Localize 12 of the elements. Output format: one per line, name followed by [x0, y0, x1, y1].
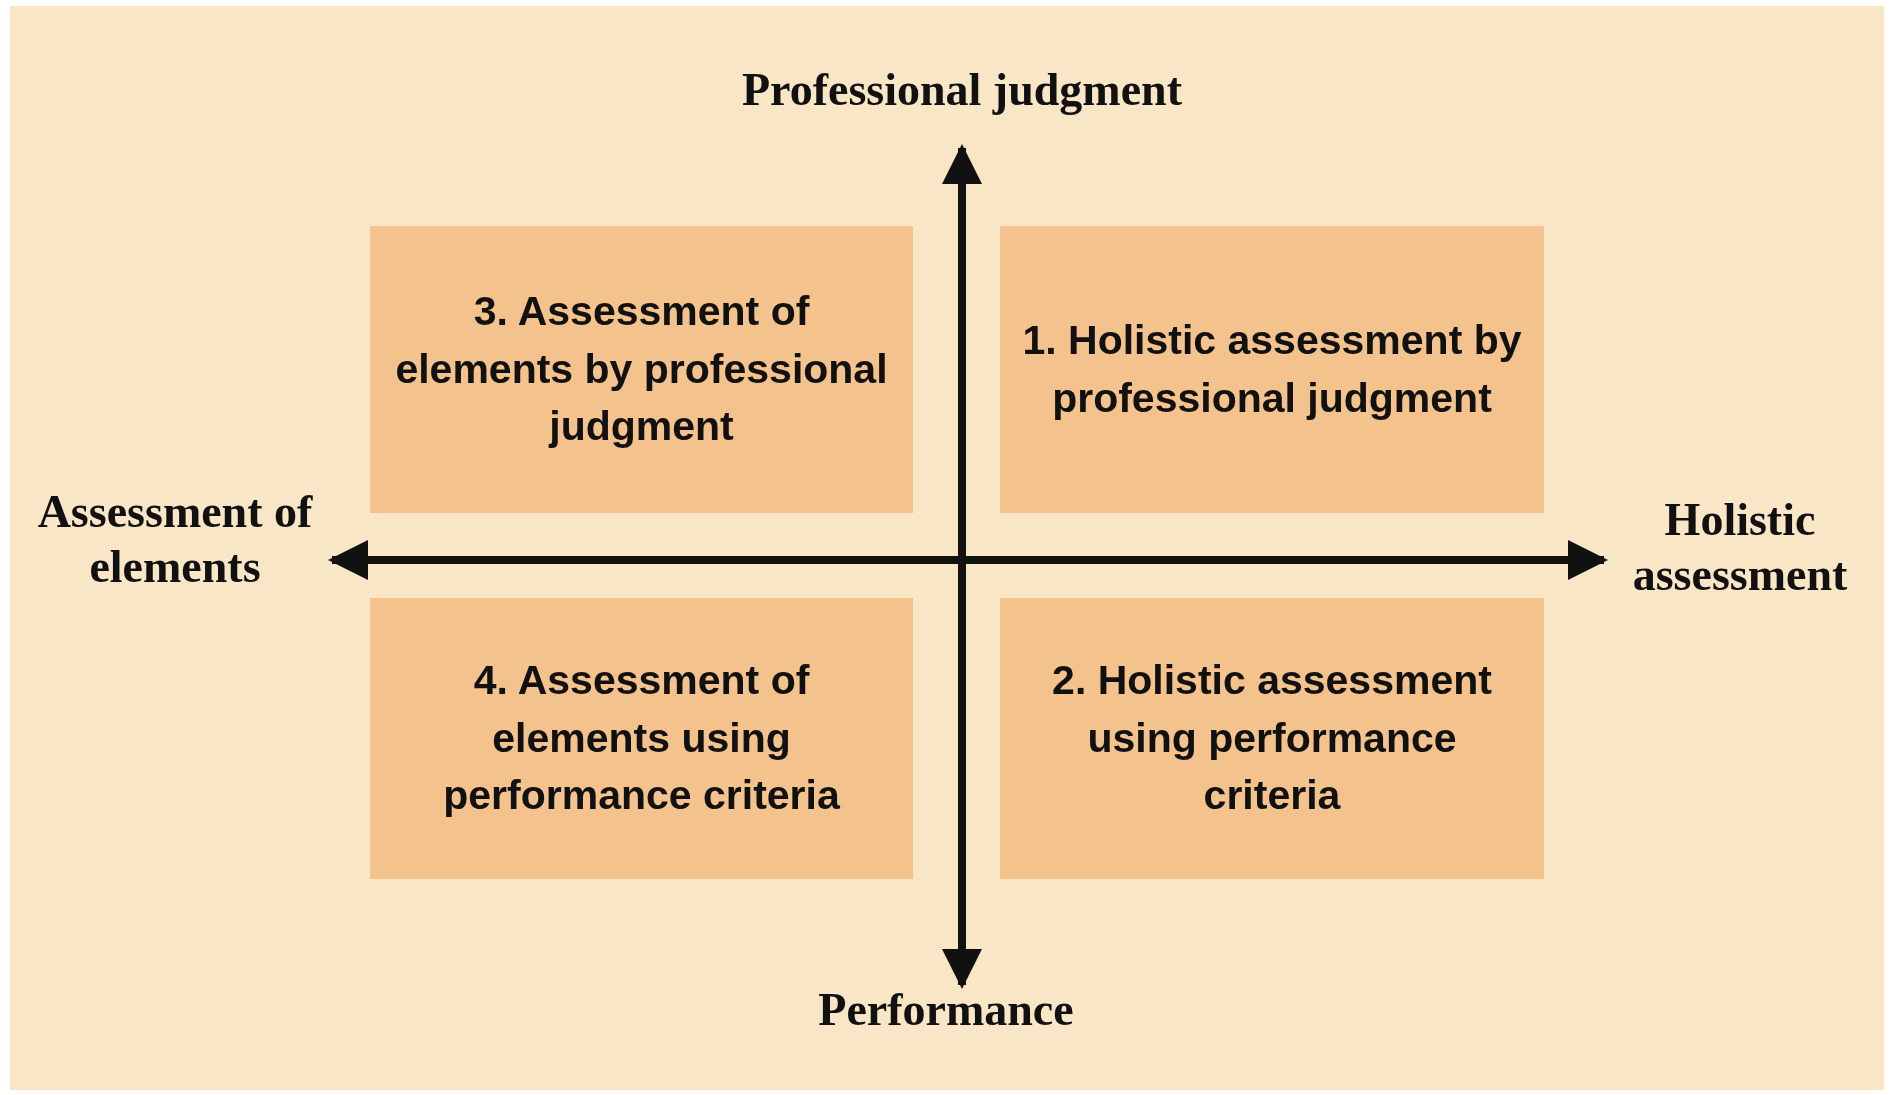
- axis-label: Performance: [817, 983, 1075, 1037]
- quadrant-text: 2. Holistic assessment using performance criteria: [1051, 656, 1493, 821]
- quadrant-box: [1000, 598, 1544, 879]
- quadrant-box: [370, 226, 913, 513]
- quadrant-text: 1. Holistic assessment by professional judgment: [1021, 316, 1523, 423]
- quadrant-text: 3. Assessment of elements by professional judgment: [394, 287, 889, 452]
- quadrant-text: 4. Assessment of elements using performance criteria: [442, 656, 841, 821]
- quadrant-box: [370, 598, 913, 879]
- axis-label: Assessment of elements: [36, 485, 314, 595]
- quadrant-box: [1000, 226, 1544, 513]
- axis-label: Holistic assessment: [1631, 493, 1849, 603]
- axis-label: Professional judgment: [741, 63, 1183, 117]
